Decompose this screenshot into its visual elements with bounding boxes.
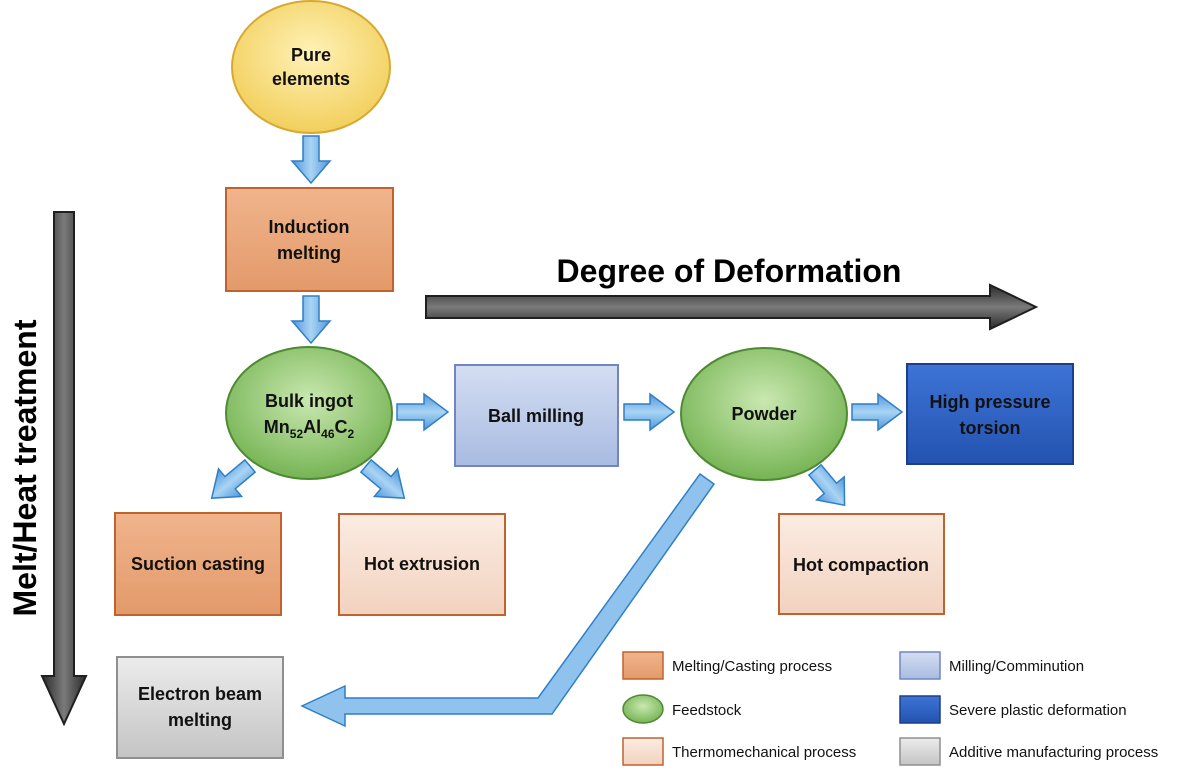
- node-hot-extrusion: Hot extrusion: [338, 513, 506, 616]
- legend-label: Feedstock: [672, 702, 742, 719]
- induction-melting-line2: melting: [277, 243, 341, 263]
- legend-swatch: [622, 694, 664, 724]
- legend-swatch: [622, 651, 664, 680]
- hot-compaction-label: Hot compaction: [793, 555, 929, 575]
- legend-label: Thermomechanical process: [672, 744, 856, 761]
- node-induction-melting: Induction melting: [225, 187, 394, 292]
- ebm-line1: Electron beam: [138, 684, 262, 704]
- ball-milling-label: Ball milling: [488, 406, 584, 426]
- arrow-ingot-to-ballmilling: [396, 392, 450, 432]
- legend-item-melting-casting: Melting/Casting process: [622, 651, 832, 680]
- arrow-induction-to-ingot: [290, 295, 332, 345]
- legend-item-thermomechanical: Thermomechanical process: [622, 737, 856, 766]
- legend-item-feedstock: Feedstock: [622, 694, 742, 724]
- legend-item-milling: Milling/Comminution: [899, 651, 1084, 680]
- legend-item-additive: Additive manufacturing process: [899, 737, 1158, 766]
- hpt-line1: High pressure: [929, 392, 1050, 412]
- legend-label: Severe plastic deformation: [949, 702, 1127, 719]
- legend-swatch: [899, 737, 941, 766]
- node-powder: Powder: [680, 347, 848, 481]
- legend-swatch: [899, 651, 941, 680]
- node-bulk-ingot: Bulk ingot Mn52Al46C2: [225, 346, 393, 480]
- hot-extrusion-label: Hot extrusion: [364, 554, 480, 574]
- suction-casting-label: Suction casting: [131, 554, 265, 574]
- arrow-ingot-to-suction: [210, 458, 257, 499]
- legend-swatch: [622, 737, 664, 766]
- bulk-ingot-formula: Mn52Al46C2: [264, 417, 355, 441]
- node-pure-elements: Pure elements: [231, 0, 391, 134]
- arrow-powder-to-hpt: [851, 392, 904, 432]
- melt-heat-axis-arrow: [40, 211, 88, 727]
- legend-item-spd: Severe plastic deformation: [899, 695, 1127, 724]
- legend-label: Additive manufacturing process: [949, 744, 1158, 761]
- ebm-line2: melting: [168, 710, 232, 730]
- deformation-axis-label: Degree of Deformation: [557, 253, 902, 289]
- legend-swatch: [899, 695, 941, 724]
- pure-elements-line2: elements: [272, 69, 350, 89]
- node-ball-milling: Ball milling: [454, 364, 619, 467]
- node-hot-compaction: Hot compaction: [778, 513, 945, 615]
- arrow-powder-to-ebm: [300, 472, 716, 728]
- arrow-pure-to-induction: [290, 135, 332, 185]
- melt-heat-axis-label: Melt/Heat treatment: [7, 319, 43, 616]
- hpt-line2: torsion: [960, 418, 1021, 438]
- arrow-ingot-to-extrusion: [359, 458, 406, 499]
- bulk-ingot-line1: Bulk ingot: [265, 391, 353, 411]
- legend: Melting/Casting process Milling/Comminut…: [622, 651, 1158, 766]
- pure-elements-line1: Pure: [291, 45, 331, 65]
- node-suction-casting: Suction casting: [114, 512, 282, 616]
- legend-label: Milling/Comminution: [949, 658, 1084, 675]
- induction-melting-line1: Induction: [269, 217, 350, 237]
- arrow-powder-to-compaction: [807, 463, 846, 507]
- powder-label: Powder: [731, 404, 796, 424]
- deformation-axis-arrow: [425, 283, 1039, 331]
- arrow-ballmilling-to-powder: [623, 392, 676, 432]
- node-electron-beam-melting: Electron beam melting: [116, 656, 284, 759]
- node-high-pressure-torsion: High pressure torsion: [906, 363, 1074, 465]
- legend-label: Melting/Casting process: [672, 658, 832, 675]
